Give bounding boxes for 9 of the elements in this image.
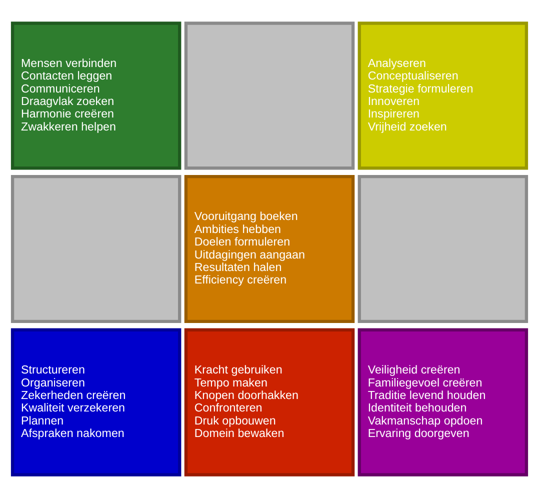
node-box (10, 174, 182, 324)
node-box (358, 174, 528, 324)
node-box: Analyseren Conceptualiseren Strategie formuleren Innoveren Inspireren Vrijheid zoeken (358, 22, 528, 170)
node-box: Mensen verbinden Contacten leggen Communiceren Draagvlak zoeken Harmonie creëren Zwakkeren helpen (10, 22, 182, 170)
node-box: Structureren Organiseren Zekerheden creëren Kwaliteit verzekeren Plannen Afspraken nakomen (10, 328, 182, 476)
node-box: Kracht gebruiken Tempo maken Knopen doorhakken Confronteren Druk opbouwen Domein bewaken (184, 328, 355, 476)
node-box (184, 22, 355, 170)
node-box: Vooruitgang boeken Ambities hebben Doelen formuleren Uitdagingen aangaan Resultaten halen Efficiency creëren (184, 174, 355, 324)
node-box: Veiligheid creëren Familiegevoel creëren Traditie levend houden Identiteit behouden Vakmanschap opdoen Ervaring doorgeven (358, 328, 528, 476)
